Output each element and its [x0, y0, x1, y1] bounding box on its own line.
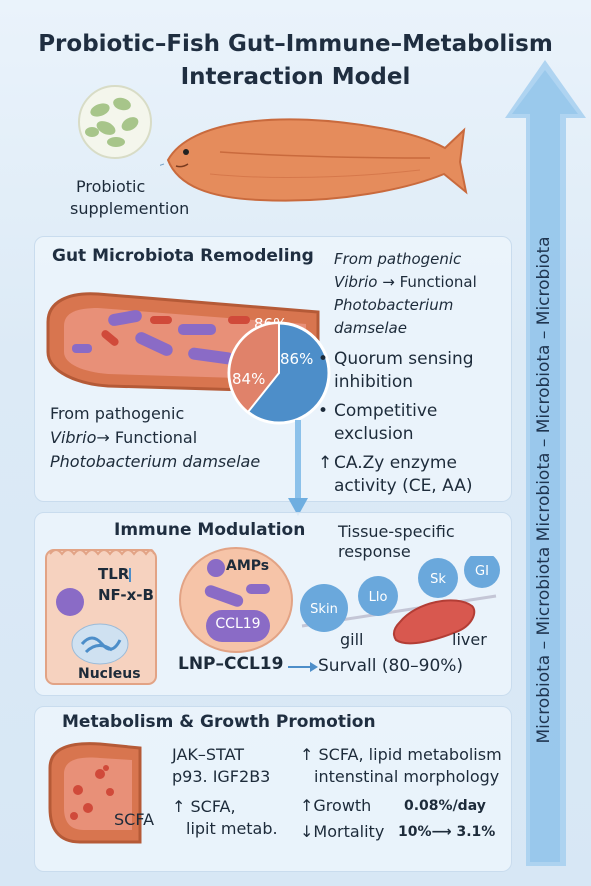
- gut-right-photobacterium: Photobacterium: [334, 296, 454, 314]
- gut-left-functional: → Functional: [96, 428, 198, 447]
- gut-left-vibrio: Vibrio: [50, 428, 97, 447]
- p93-label: p93. IGF2B3: [172, 767, 271, 786]
- composition-pie-chart: 84% 86%: [227, 321, 331, 425]
- tissue-organs-illustration: Skin Llo Sk GI: [300, 556, 500, 645]
- mortality-label: ↓Mortality: [300, 822, 385, 841]
- mortality-value: 10%⟶ 3.1%: [398, 824, 496, 840]
- tlr-label: TLR: [98, 565, 130, 583]
- organ-skin-label: Skin: [310, 602, 338, 617]
- survival-arrow: [288, 662, 318, 672]
- metabolism-heading: Metabolism & Growth Promotion: [62, 712, 376, 732]
- gut-heading: Gut Microbiota Remodeling: [52, 246, 314, 266]
- gut-right-line1: From pathogenic: [334, 250, 462, 268]
- fish-icon: [160, 118, 468, 202]
- pathway-labels: JAK–STAT p93. IGF2B3: [172, 744, 270, 788]
- gut-left-line1: From pathogenic: [50, 404, 185, 423]
- lnp-ccl19-label: LNP–CCL19: [178, 654, 284, 674]
- cell-illustration: [45, 549, 157, 685]
- title-line1: Probiotic–Fish Gut–Immune–Metabolism: [38, 31, 553, 57]
- survival-label: Survall (80–90%): [318, 656, 464, 676]
- probiotic-dish-icon: [78, 85, 152, 159]
- intestine-illustration: [48, 742, 142, 844]
- metabolism-right-line1: ↑ SCFA, lipid metabolism: [300, 745, 502, 764]
- title-line2: Interaction Model: [180, 64, 411, 90]
- gut-left-caption: From pathogenic Vibrio→ Functional Photo…: [50, 402, 290, 474]
- gut-left-photobacterium: Photobacterium damselae: [50, 452, 261, 471]
- jak-stat-label: JAK–STAT: [172, 745, 245, 764]
- nucleus-label: Nucleus: [78, 666, 141, 682]
- pie-left-label: 84%: [232, 370, 265, 388]
- scfa-label: SCFA: [114, 810, 155, 829]
- scfa-mid-labels: ↑ SCFA, lipit metab.: [172, 796, 278, 840]
- metabolism-right-line2: intenstinal morphology: [314, 767, 500, 786]
- tissue-response-label: Tissue-specific response: [338, 522, 455, 561]
- gut-right-vibrio: Vibrio: [334, 273, 378, 291]
- liver-label: liver: [452, 630, 487, 649]
- organ-llo-label: Llo: [369, 590, 388, 605]
- scfa-mid-line2: lipit metab.: [186, 819, 278, 838]
- organ-sk-label: Sk: [430, 572, 446, 587]
- scfa-mid-line1: ↑ SCFA,: [172, 797, 236, 816]
- amps-cell-illustration: [179, 547, 293, 653]
- metabolism-right-labels: ↑ SCFA, lipid metabolism intenstinal mor…: [300, 744, 502, 788]
- pie-right-label: 86%: [280, 350, 313, 368]
- organ-gi-label: GI: [475, 564, 489, 579]
- growth-label: ↑Growth: [300, 796, 372, 815]
- down-arrow: [288, 420, 308, 516]
- page-title: Probiotic–Fish Gut–Immune–Metabolism Int…: [0, 28, 591, 94]
- growth-value: 0.08%/day: [404, 798, 486, 814]
- ccl19-label: CCL19: [215, 616, 261, 632]
- amps-label: AMPs: [226, 558, 270, 574]
- side-arrow-label: Microbiota – Microbiota Microbiota – Mic…: [534, 236, 554, 744]
- nfkb-label: NF-x-B: [98, 586, 154, 604]
- gut-right-damselae: damselae: [334, 319, 407, 337]
- gill-label: gill: [340, 630, 364, 649]
- immune-heading: Immune Modulation: [114, 520, 306, 540]
- gut-right-functional: → Functional: [377, 273, 477, 291]
- probiotic-label: Probiotic supplemention: [70, 177, 190, 218]
- gut-right-caption: From pathogenic Vibrio → Functional Phot…: [334, 248, 514, 340]
